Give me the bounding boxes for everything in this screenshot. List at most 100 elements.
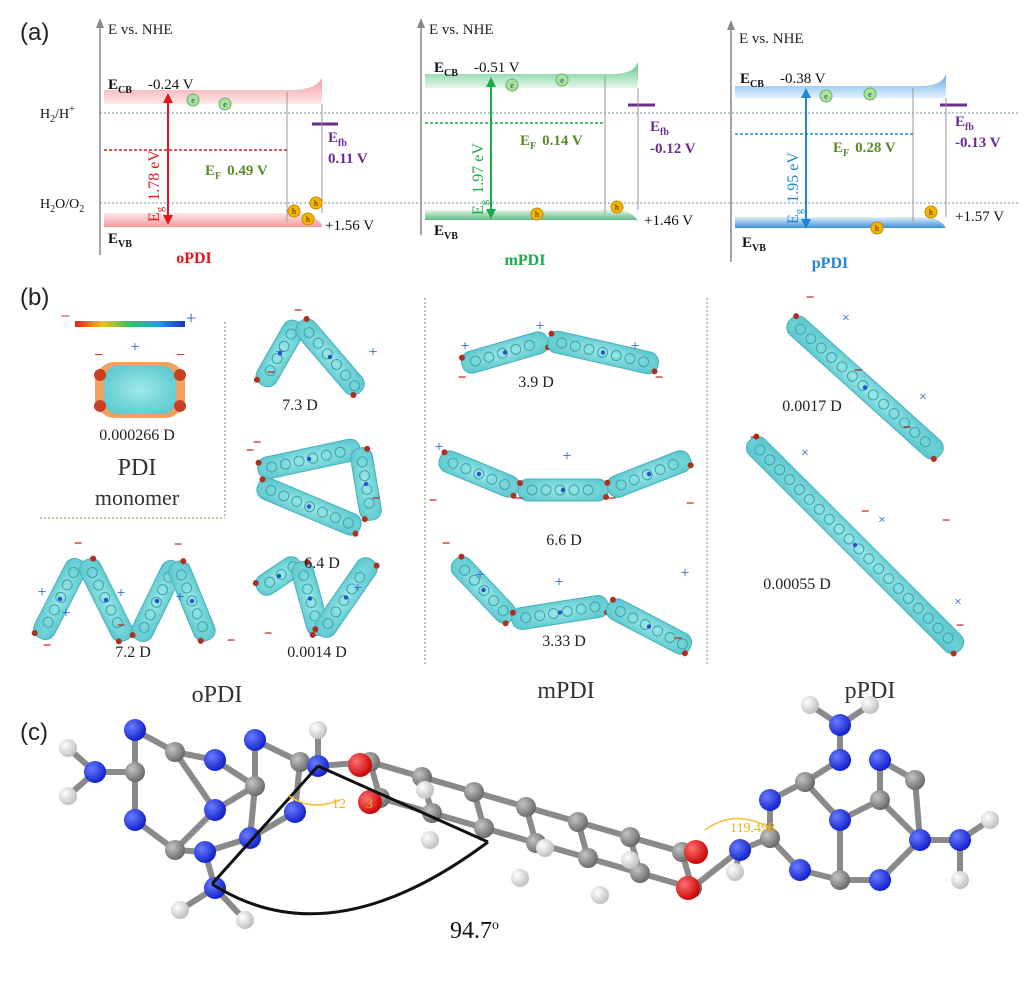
atom — [801, 696, 819, 714]
atom — [949, 829, 971, 851]
axis-label: E vs. NHE — [108, 22, 173, 38]
molecule-arm — [290, 314, 370, 400]
vb-label: EVB — [108, 231, 132, 250]
cross-sign: × — [801, 446, 809, 461]
plus-sign: + — [562, 448, 571, 465]
valence-band — [735, 217, 946, 229]
molecule-arm — [310, 553, 382, 642]
atom — [194, 841, 216, 863]
electron-icon: e — [186, 93, 200, 107]
angle-arc — [211, 840, 489, 916]
atom — [789, 859, 811, 881]
cb-value: -0.38 V — [780, 71, 826, 87]
atom — [204, 799, 226, 821]
minus-sign: − — [246, 443, 255, 459]
molecule-arm — [782, 311, 948, 464]
atom — [591, 886, 609, 904]
atom — [829, 714, 851, 736]
vb-label: EVB — [742, 235, 766, 254]
minus-sign: − — [442, 536, 451, 552]
atom — [870, 790, 890, 810]
svg-text:+: + — [130, 339, 139, 356]
minus-sign: − — [956, 618, 965, 634]
flatband-label: Efb — [955, 114, 974, 133]
minus-sign: − — [264, 626, 273, 642]
hole-icon: h — [870, 221, 884, 235]
minus-sign: − — [43, 638, 52, 654]
vb-label: EVB — [434, 223, 458, 242]
plus-sign: + — [535, 318, 544, 335]
svg-text:Eg1.95 eV: Eg1.95 eV — [785, 152, 805, 224]
scale-minus: − — [60, 306, 70, 326]
hole-icon: h — [530, 207, 544, 221]
plus-sign: + — [680, 565, 689, 582]
molecule-arm — [602, 445, 696, 503]
dimer-models — [28, 311, 969, 660]
atom — [348, 753, 372, 777]
panel-label-a: (a) — [20, 19, 49, 46]
electron-icon: e — [555, 73, 569, 87]
svg-text:h: h — [929, 208, 933, 217]
angle-left-arc — [287, 794, 341, 806]
atom — [578, 848, 598, 868]
svg-text:−: − — [94, 347, 103, 364]
plus-sign: + — [434, 439, 443, 456]
plus-sign: + — [61, 605, 70, 622]
svg-text:h: h — [292, 207, 296, 216]
opdi-dipole-1: 7.3 D — [282, 397, 318, 414]
axis-arrow — [417, 18, 425, 28]
svg-text:e: e — [824, 92, 828, 101]
atom — [869, 869, 891, 891]
atom — [511, 869, 529, 887]
hole-icon: h — [309, 196, 323, 210]
atom — [245, 776, 265, 796]
minus-sign: − — [903, 420, 912, 436]
atom — [516, 797, 536, 817]
cb-label: ECB — [434, 60, 458, 79]
bandgap-label: Eg1.97 eV — [470, 143, 490, 215]
minus-sign: − — [227, 633, 236, 649]
atom — [124, 719, 146, 741]
atom — [171, 901, 189, 919]
atom — [795, 772, 815, 792]
atom — [204, 877, 226, 899]
svg-text:h: h — [306, 215, 310, 224]
cb-value: -0.51 V — [474, 60, 520, 76]
minus-sign: − — [861, 504, 870, 520]
atom — [204, 749, 226, 771]
svg-text:h: h — [535, 210, 539, 219]
pdi-monomer: + − − — [94, 339, 186, 418]
minus-sign: − — [750, 430, 759, 446]
vb-value: +1.56 V — [325, 218, 374, 234]
atom — [239, 827, 261, 849]
atom — [729, 839, 751, 861]
vb-value: +1.46 V — [644, 213, 693, 229]
atom — [869, 749, 891, 771]
atom — [909, 829, 931, 851]
atom — [684, 840, 708, 864]
atom — [905, 770, 925, 790]
molecule-arm — [163, 556, 221, 646]
atom — [84, 761, 106, 783]
svg-text:e: e — [191, 96, 195, 105]
h2-level-label: H2/H+ — [40, 104, 75, 125]
angle-main-label: 94.7o — [450, 918, 499, 944]
scale-plus: + — [186, 308, 196, 328]
molecule-arm — [434, 445, 524, 503]
group-label-mpdi: mPDI — [537, 678, 594, 704]
cross-sign: × — [919, 390, 927, 405]
cb-value: -0.24 V — [148, 77, 194, 93]
conduction-band — [425, 62, 638, 88]
bond — [172, 749, 218, 813]
atom — [630, 863, 650, 883]
svg-text:Eg1.97 eV: Eg1.97 eV — [470, 143, 490, 215]
minus-sign: − — [458, 370, 467, 386]
plus-sign: + — [630, 338, 639, 355]
minus-sign: − — [686, 496, 695, 512]
panel-name: oPDI — [176, 250, 212, 267]
monomer-title: PDI — [118, 455, 157, 481]
molecule-arm — [601, 593, 697, 660]
atom — [620, 827, 640, 847]
atom — [536, 839, 554, 857]
